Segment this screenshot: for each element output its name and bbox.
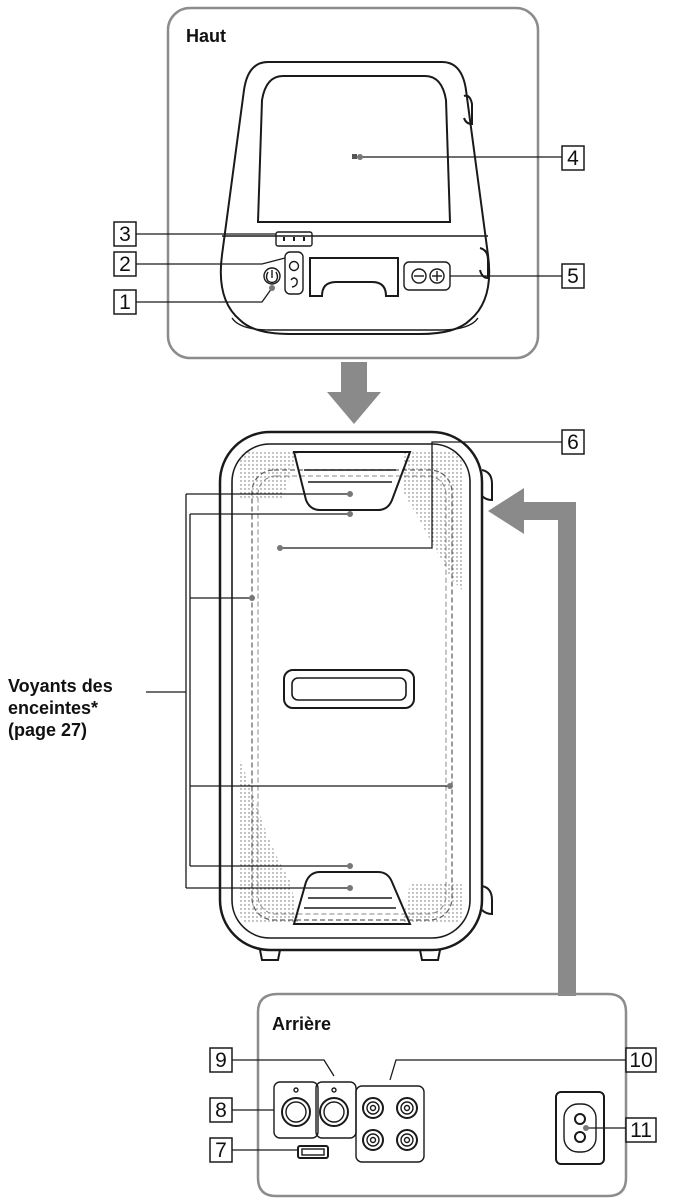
callout-5: 5 bbox=[450, 263, 585, 289]
speaker-front-view bbox=[218, 430, 493, 961]
callout-9: 9 bbox=[209, 1047, 335, 1077]
front-body bbox=[218, 430, 484, 952]
usb-port bbox=[297, 1145, 329, 1159]
svg-text:5: 5 bbox=[567, 265, 579, 288]
callout-7: 7 bbox=[209, 1137, 298, 1163]
rear-to-side-arrow bbox=[488, 488, 576, 996]
callout-2: 2 bbox=[113, 251, 286, 277]
callout-3: 3 bbox=[113, 221, 276, 247]
svg-text:8: 8 bbox=[215, 1099, 227, 1122]
light-strip bbox=[251, 469, 453, 921]
top-view-panel: Haut bbox=[113, 6, 585, 360]
callout-6: 6 bbox=[277, 429, 585, 551]
svg-text:9: 9 bbox=[215, 1049, 227, 1072]
power-button bbox=[263, 267, 281, 285]
speaker-indicators-note: Voyants des enceintes* (page 27) bbox=[8, 491, 453, 891]
svg-text:10: 10 bbox=[629, 1049, 652, 1072]
indicator-lights bbox=[275, 231, 313, 247]
svg-text:enceintes*: enceintes* bbox=[8, 698, 98, 718]
callout-11: 11 bbox=[583, 1117, 657, 1143]
svg-text:11: 11 bbox=[630, 1119, 652, 1142]
svg-text:Voyants des: Voyants des bbox=[8, 676, 113, 696]
n-mark-icon bbox=[352, 154, 357, 159]
callout-4: 4 bbox=[357, 145, 585, 171]
callout-8: 8 bbox=[209, 1097, 274, 1123]
callout-10: 10 bbox=[389, 1047, 657, 1081]
top-handle bbox=[292, 451, 412, 511]
rca-jacks bbox=[355, 1085, 425, 1163]
center-slot bbox=[283, 669, 415, 709]
svg-text:2: 2 bbox=[119, 253, 131, 276]
mic-guitar-inputs bbox=[273, 1081, 357, 1139]
svg-text:1: 1 bbox=[119, 291, 131, 314]
svg-text:6: 6 bbox=[567, 431, 579, 454]
callout-1: 1 bbox=[113, 285, 275, 315]
speaker-top-view bbox=[219, 61, 491, 335]
svg-text:7: 7 bbox=[215, 1139, 227, 1162]
svg-text:4: 4 bbox=[567, 147, 579, 170]
bottom-handle bbox=[292, 871, 412, 925]
svg-text:(page 27): (page 27) bbox=[8, 720, 87, 740]
svg-text:3: 3 bbox=[119, 223, 131, 246]
rear-panel-frame bbox=[256, 992, 628, 1198]
down-arrow bbox=[327, 362, 381, 424]
volume-buttons bbox=[403, 261, 451, 291]
top-panel-frame bbox=[166, 6, 540, 360]
top-panel-title: Haut bbox=[186, 26, 226, 46]
function-buttons bbox=[284, 251, 304, 295]
rear-view-panel: Arrière bbox=[209, 992, 657, 1198]
rear-panel-title: Arrière bbox=[272, 1014, 331, 1034]
